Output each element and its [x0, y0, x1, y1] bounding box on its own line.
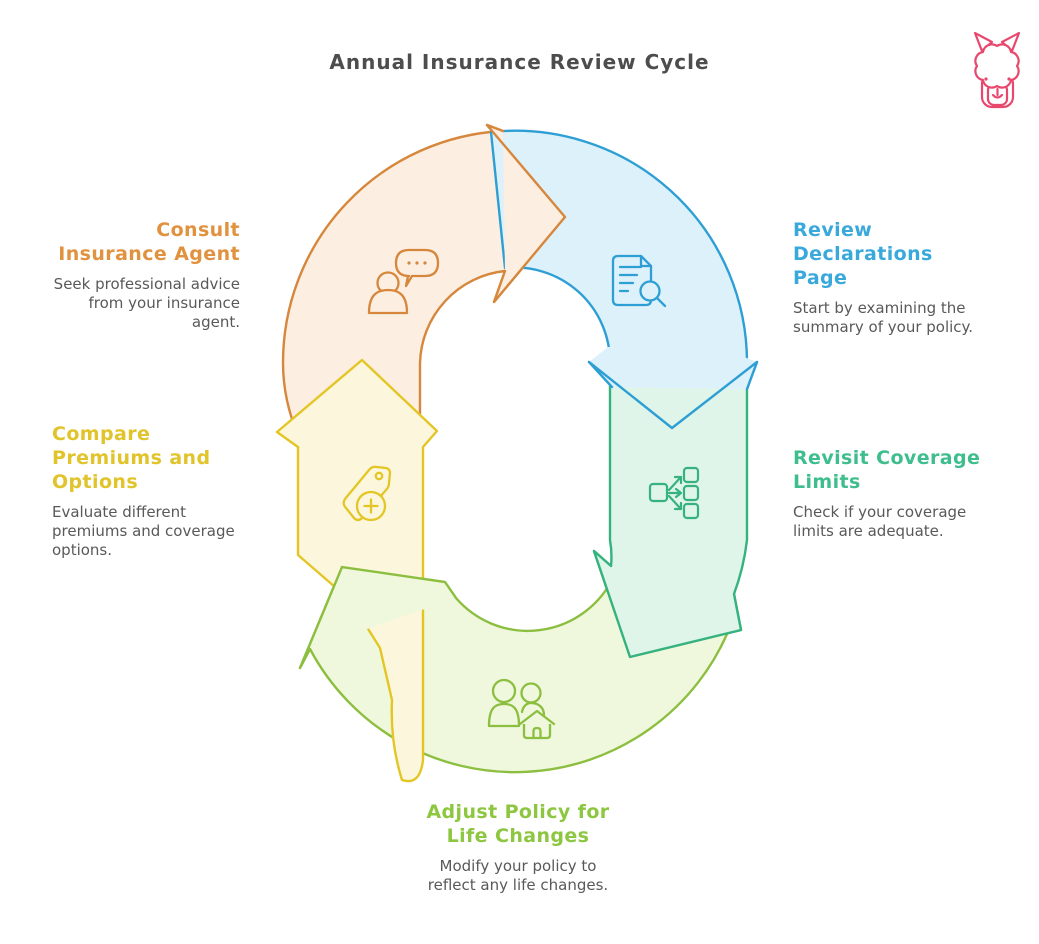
step-compare-premiums: Compare Premiums and Options Evaluate di…	[52, 422, 282, 560]
cycle-arrow-consult-agent	[281, 123, 567, 438]
family-home-icon	[487, 678, 556, 740]
step-revisit-coverage: Revisit Coverage Limits Check if your co…	[793, 446, 1023, 541]
agent-chat-icon	[367, 248, 440, 315]
arrowhead-review-declarations	[587, 347, 759, 430]
step-title-revisit: Revisit Coverage Limits	[793, 447, 981, 493]
step-desc-revisit: Check if your coverage limits are adequa…	[793, 503, 967, 540]
arrowhead-adjust-policy	[298, 565, 458, 670]
step-title-consult: Consult Insurance Agent	[58, 219, 240, 265]
document-search-icon	[611, 254, 667, 308]
step-title-review: Review Declarations Page	[793, 219, 933, 289]
arrowhead-revisit-limits	[592, 549, 743, 659]
step-desc-adjust: Modify your policy to reflect any life c…	[427, 857, 609, 894]
step-title-compare: Compare Premiums and Options	[52, 423, 211, 493]
step-consult-insurance-agent: Consult Insurance Agent Seek professiona…	[0, 218, 240, 332]
alpaca-logo-icon	[973, 31, 1021, 109]
step-desc-consult: Seek professional advice from your insur…	[53, 275, 240, 331]
step-desc-compare: Evaluate different premiums and coverage…	[52, 503, 235, 559]
step-adjust-policy: Adjust Policy for Life Changes Modify yo…	[378, 800, 658, 895]
step-review-declarations: Review Declarations Page Start by examin…	[793, 218, 1023, 337]
price-tag-plus-icon	[342, 465, 392, 522]
step-desc-review: Start by examining the summary of your p…	[793, 299, 974, 336]
page-title: Annual Insurance Review Cycle	[329, 50, 710, 74]
arrowhead-consult-agent	[485, 123, 567, 304]
coverage-branches-icon	[648, 466, 700, 520]
step-title-adjust: Adjust Policy for Life Changes	[426, 801, 610, 847]
